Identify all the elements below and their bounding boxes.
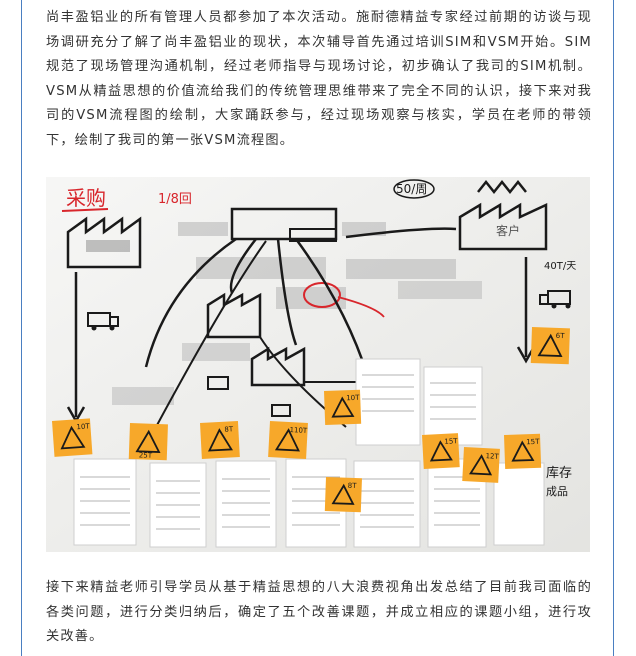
sticky-label: 15T [526,438,540,446]
sticky-note: 8T [200,421,240,459]
article-paragraph-2: 接下来精益老师引导学员从基于精益思想的八大浪费视角出发总结了目前我司面临的各类问… [46,580,592,644]
sticky-label: 25T [139,451,153,459]
sticky-label: 12T [485,452,499,461]
article-paragraph-1: 尚丰盈铝业的所有管理人员都参加了本次活动。施耐德精益专家经过前期的访谈与现场调研… [46,10,592,148]
sticky-note: 12T [462,447,500,483]
sticky-note: 25T [128,423,168,461]
sticky-label: 10T [346,394,360,402]
sticky-note: 110T [268,421,308,459]
handwriting-finished: 成品 [546,485,568,498]
sticky-note: 15T [504,433,542,469]
handwriting-inventory: 库存 [546,465,572,481]
sticky-label: 110T [289,426,308,435]
sticky-note: 6T [530,327,570,365]
sticky-note: 15T [422,433,460,469]
sticky-note: 10T [324,389,362,425]
handwriting-weekly: 50/周 [396,182,427,196]
sticky-label: 6T [556,332,566,340]
left-border-line [21,0,22,656]
handwriting-frequency: 1/8回 [158,192,192,207]
sticky-label: 8T [348,482,358,490]
vsm-whiteboard-photo: 采购 1/8回 50/周 客户 40T/天 [46,177,590,552]
sticky-note: 10T [52,418,93,457]
right-border-line [613,0,614,656]
handwriting-purchase: 采购 [66,186,106,210]
handwriting-customer: 客户 [496,223,520,238]
handwriting-rate: 40T/天 [544,261,576,272]
sticky-label: 10T [76,422,90,431]
sticky-label: 15T [444,437,458,446]
sticky-label: 8T [224,425,234,433]
sticky-note: 8T [324,477,362,513]
